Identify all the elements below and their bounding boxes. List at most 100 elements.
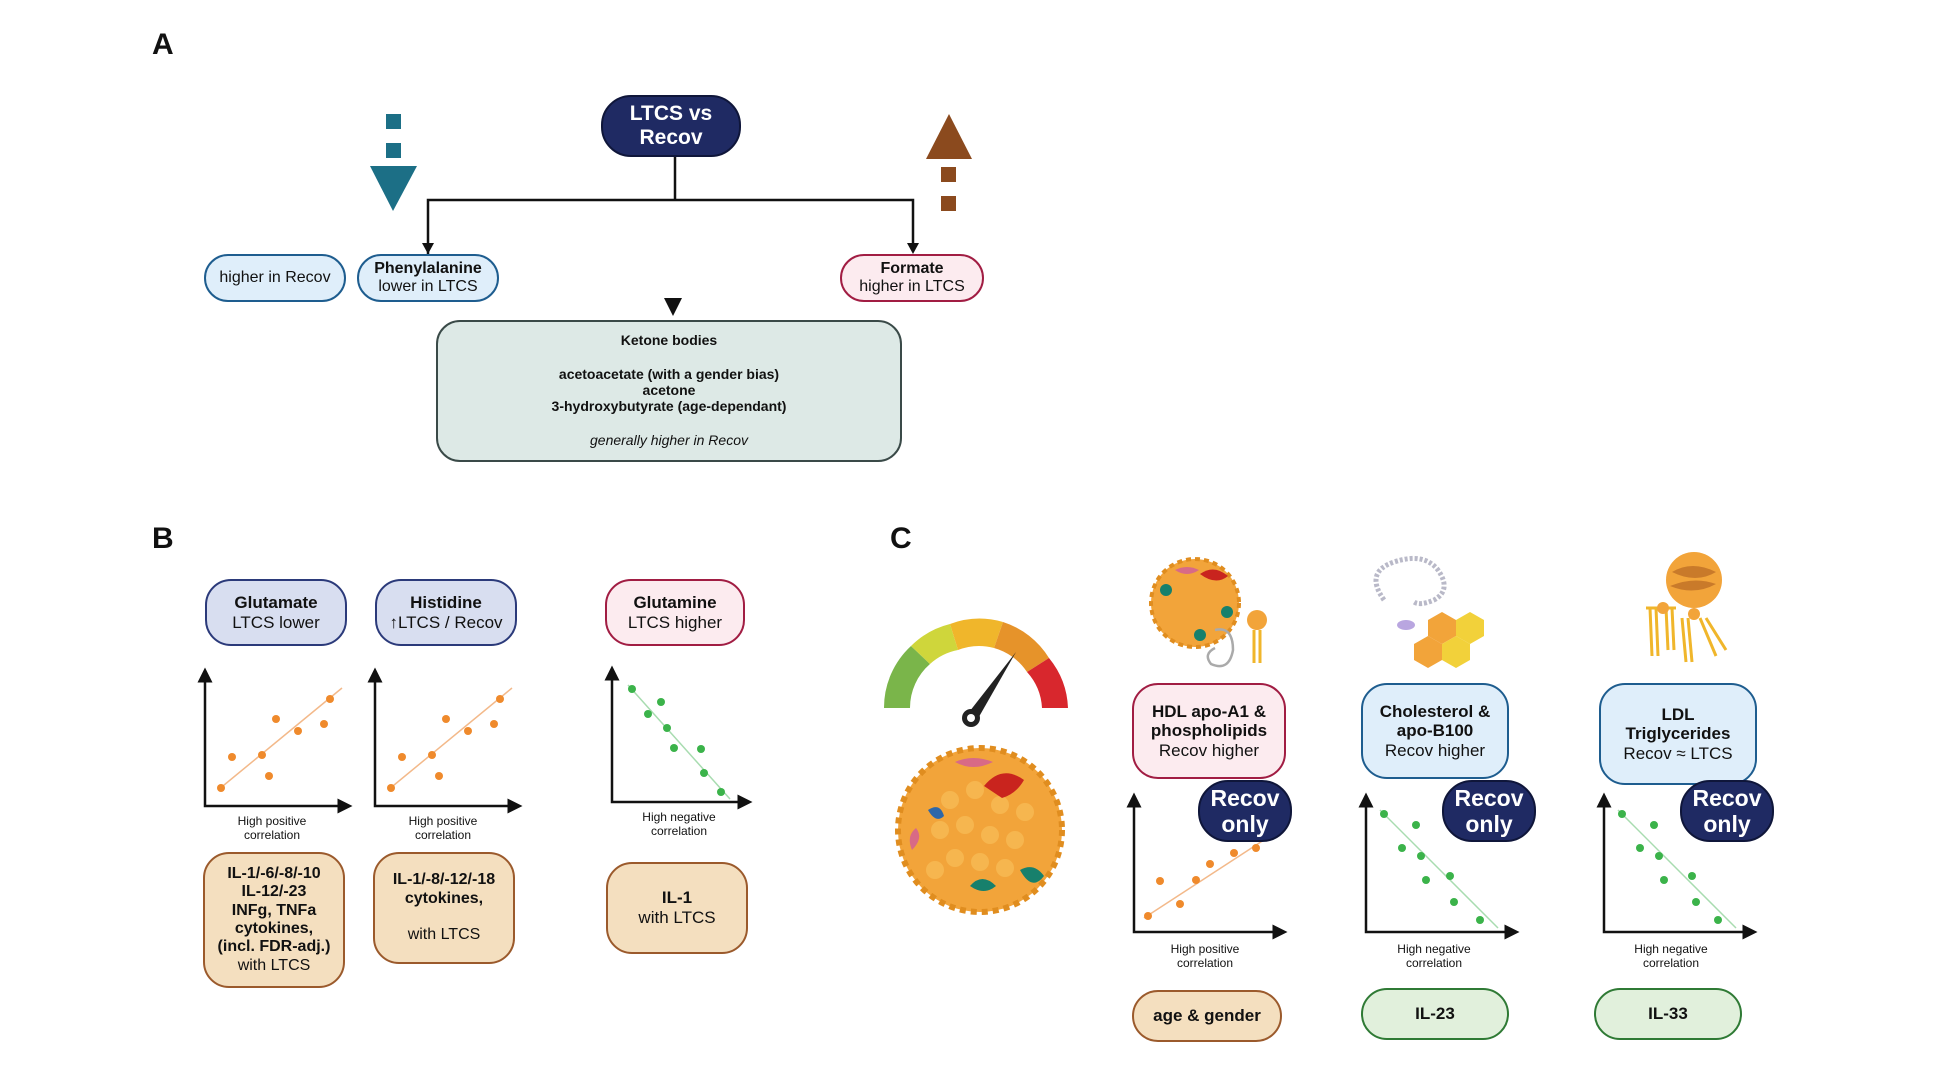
caption-b1-line2: correlation [243,828,301,843]
cytokines-2-line2: cytokines, [404,889,484,907]
glutamine-note: LTCS higher [627,612,723,632]
cytokines-2-line1: IL-1/-8/-12/-18 [392,871,496,889]
cholesterol-apo-b100-icon [1373,555,1484,668]
cytokines-1-note: with LTCS [237,956,311,974]
glutamate-note: LTCS lower [232,612,320,632]
ldl-line2: Triglycerides [1625,724,1731,744]
badge-3-line1: Recov [1692,784,1762,811]
formate-node: Formate higher in LTCS [840,254,984,302]
legend-text: higher in Recov [219,268,331,286]
ldl-triglyceride-icon [1646,552,1728,663]
ketone-note: generally higher in Recov [590,432,748,449]
caption-c3-line1: High negative [1634,942,1708,956]
cholesterol-node: Cholesterol & apo-B100 Recov higher [1361,683,1509,779]
caption-c2-line1: High negative [1397,942,1471,956]
glutamine-node: Glutamine LTCS higher [605,579,745,646]
tree-lines [426,155,915,258]
cytokines-3-note: with LTCS [638,908,716,927]
phenylalanine-node: Phenylalanine lower in LTCS [357,254,499,302]
cytokines-1-line5: (incl. FDR-adj.) [217,938,331,956]
histidine-name: Histidine [410,592,482,612]
mini-plot-negative-1 [604,665,753,810]
caption-b1-line1: High positive [237,814,307,828]
hdl-node: HDL apo-A1 & phospholipids Recov higher [1132,683,1286,779]
cytokines-box-2: IL-1/-8/-12/-18 cytokines, with LTCS [373,852,515,964]
ketone-item-acetone: acetone [642,382,696,399]
panel-label-b: B [152,522,174,555]
legend-higher-recov: higher in Recov [204,254,346,302]
ketone-title: Ketone bodies [620,332,718,348]
glutamate-name: Glutamate [234,592,318,612]
mini-plot-c-negative-1 [1358,792,1520,940]
ketone-item-hydroxybutyrate: 3-hydroxybutyrate (age-dependant) [551,398,787,415]
root-line2: Recov [639,126,703,149]
hdl-note: Recov higher [1158,740,1260,760]
correlate-il23: IL-23 [1361,988,1509,1040]
caption-c2: High negative correlation [1359,942,1509,971]
glutamate-node: Glutamate LTCS lower [205,579,347,646]
caption-b2-line2: correlation [414,828,472,843]
caption-c3-line2: correlation [1642,956,1700,971]
arrowhead-center [664,298,682,316]
cytokines-2-note: with LTCS [407,926,481,944]
cytokines-1-line3: INFg, TNFa [231,901,317,919]
caption-b3: High negative correlation [604,810,754,839]
histidine-note-row: ↑LTCS / Recov [389,613,502,633]
correlate-1-text: age & gender [1153,1006,1261,1026]
caption-c1: High positive correlation [1130,942,1280,971]
formate-note: higher in LTCS [859,278,965,295]
cholesterol-line1: Cholesterol & [1379,701,1491,721]
cytokines-1-line1: IL-1/-6/-8/-10 [227,864,321,882]
badge-2-line2: only [1465,811,1513,837]
recov-only-badge-3: Recov only [1680,780,1774,842]
badge-1-line1: Recov [1210,784,1280,811]
histidine-note: LTCS / Recov [397,612,503,632]
caption-b2: High positive correlation [368,814,518,843]
caption-c2-line2: correlation [1405,956,1463,971]
up-small-arrow-icon: ↑ [389,612,398,632]
mini-plot-positive-2 [367,667,523,814]
hdl-line2: phospholipids [1150,721,1268,741]
cytokines-1-line4: cytokines, [234,920,314,937]
phenylalanine-note: lower in LTCS [378,278,478,295]
formate-name: Formate [880,259,944,277]
caption-b3-line2: correlation [650,824,708,839]
correlate-age-gender: age & gender [1132,990,1282,1042]
panel-label-a: A [152,28,174,61]
cholesterol-note: Recov higher [1384,740,1486,760]
panel-label-c: C [890,522,912,555]
caption-b2-line1: High positive [408,814,478,828]
glutamine-name: Glutamine [633,592,717,612]
ketone-bodies-box: Ketone bodies acetoacetate (with a gende… [436,320,902,462]
gauge-icon [883,618,1068,727]
cytokines-box-1: IL-1/-6/-8/-10 IL-12/-23 INFg, TNFa cyto… [203,852,345,988]
down-arrow-icon [370,114,417,211]
ketone-item-acetoacetate: acetoacetate (with a gender bias) [558,366,780,383]
ldl-line1: LDL [1661,704,1695,724]
histidine-node: Histidine ↑LTCS / Recov [375,579,517,646]
arrowhead-left [422,243,434,254]
arrowhead-right [907,243,919,254]
caption-b1: High positive correlation [197,814,347,843]
cytokines-box-3: IL-1 with LTCS [606,862,748,954]
ldl-note: Recov ≈ LTCS [1623,743,1733,763]
badge-2-line1: Recov [1454,784,1524,811]
badge-1-line2: only [1221,811,1269,837]
caption-c1-line1: High positive [1170,942,1240,956]
caption-c3: High negative correlation [1596,942,1746,971]
up-arrow-icon [926,114,972,211]
root-node: LTCS vs Recov [601,95,741,157]
cytokines-1-line2: IL-12/-23 [241,883,307,901]
recov-only-badge-1: Recov only [1198,780,1292,842]
lipoprotein-particle-icon [895,745,1065,915]
hdl-line1: HDL apo-A1 & [1152,701,1266,721]
correlate-2-text: IL-23 [1415,1004,1455,1024]
phenylalanine-name: Phenylalanine [374,259,482,277]
recov-only-badge-2: Recov only [1442,780,1536,842]
mini-plot-c-negative-2 [1596,792,1758,940]
cytokines-3-line1: IL-1 [661,888,693,908]
mini-plot-positive-1 [197,667,353,814]
